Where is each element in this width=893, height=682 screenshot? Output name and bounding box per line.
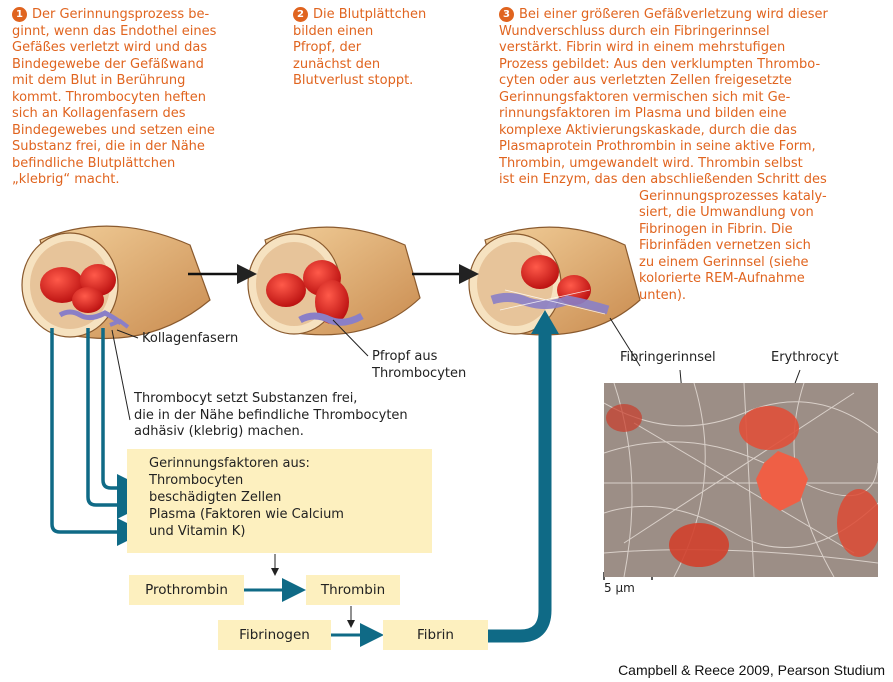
thrombin-box: Thrombin [306,575,400,605]
step-1-number: 1 [12,7,27,22]
factor-item: Plasma (Faktoren wie Calcium [149,507,344,522]
fibrin-to-clot-arrowhead [531,310,559,334]
label-fibringerinnsel: Fibringerinnsel [620,350,716,365]
sem-micrograph [604,383,878,577]
fibrinogen-box: Fibrinogen [218,620,331,650]
factors-heading: Gerinnungsfaktoren aus: [149,456,310,471]
prothrombin-box: Prothrombin [129,575,244,605]
label-thrombocyt: Thrombocyt setzt Substanzen frei,die in … [134,391,408,439]
source-credit: Campbell & Reece 2009, Pearson Studium [618,662,885,678]
label-erythrocyt: Erythrocyt [771,350,839,365]
factor-arrows [50,328,145,546]
factor-item: und Vitamin K) [149,524,246,539]
vessel-2 [247,226,421,336]
factor-item: Thrombocyten [149,473,244,488]
step-2-number: 2 [293,7,308,22]
vessel-3 [468,226,641,336]
fibrin-box: Fibrin [383,620,488,650]
factor-item: beschädigten Zellen [149,490,282,505]
label-kollagenfasern: Kollagenfasern [142,331,239,346]
step-3-number: 3 [499,7,514,22]
vessel-1 [21,225,211,340]
coagulation-factors-box: Gerinnungsfaktoren aus: Thrombocyten bes… [127,449,432,553]
scale-label: 5 µm [604,581,635,595]
